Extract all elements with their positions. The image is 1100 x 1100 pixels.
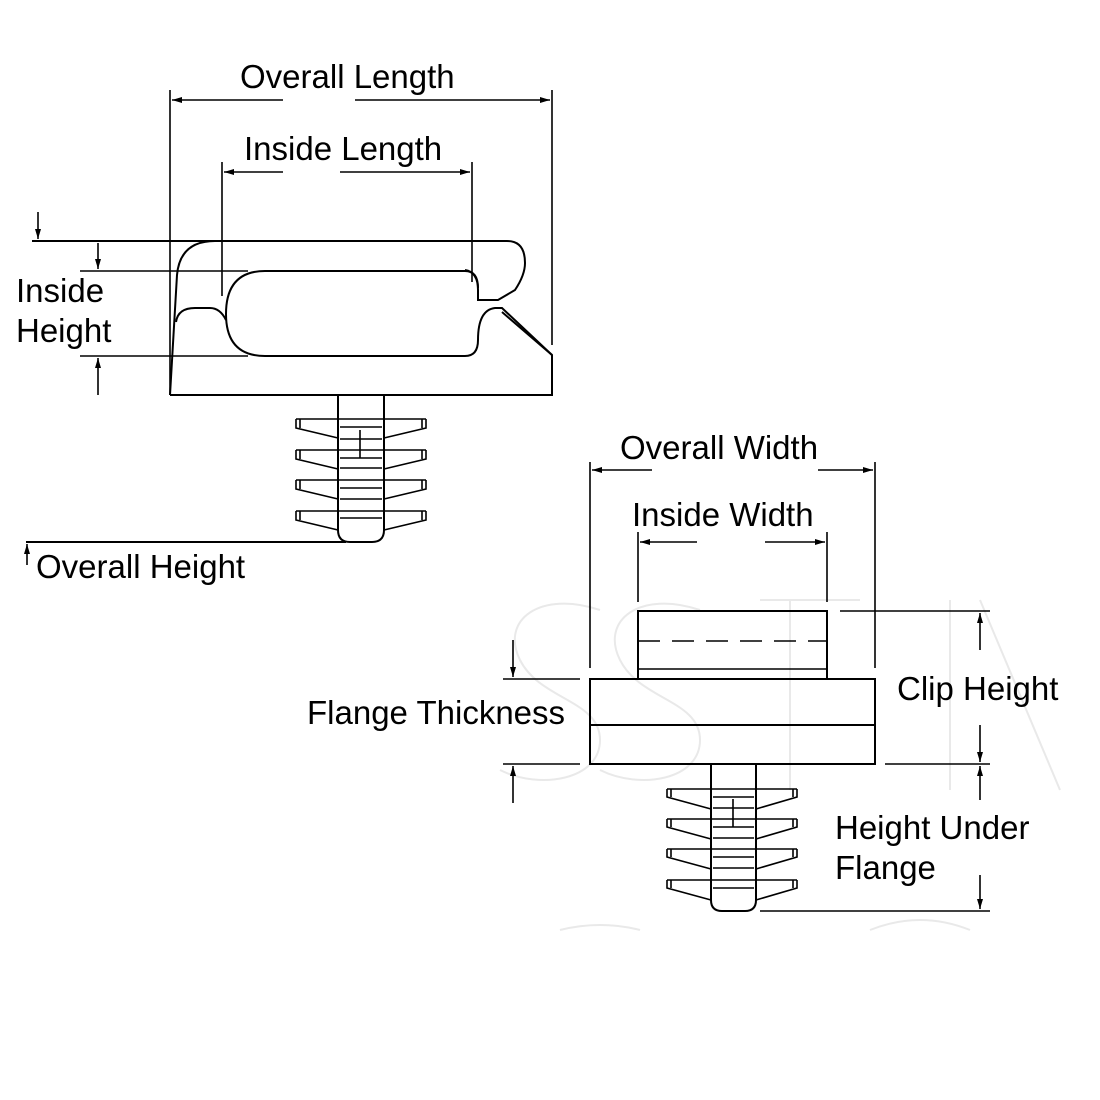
side-view: Overall Length Inside Length Inside Heig… (16, 58, 553, 585)
label-height-under-flange-line2: Flange (835, 849, 936, 886)
label-flange-thickness: Flange Thickness (307, 694, 565, 731)
dim-inside-height (32, 212, 248, 395)
side-inner-slot (224, 270, 553, 357)
front-stem (710, 764, 757, 912)
side-body-outline (169, 240, 553, 396)
label-height-under-flange-line1: Height Under (835, 809, 1029, 846)
dim-flange-thickness (503, 640, 580, 803)
label-overall-height: Overall Height (36, 548, 245, 585)
front-barbs (666, 788, 798, 901)
label-inside-length: Inside Length (244, 130, 442, 167)
side-barbs (295, 418, 427, 531)
dim-overall-height (24, 541, 346, 565)
dim-inside-length (221, 162, 473, 296)
label-inside-height-line1: Inside (16, 272, 104, 309)
label-inside-height-line2: Height (16, 312, 111, 349)
dim-height-under-flange (760, 766, 990, 912)
side-stem (337, 395, 385, 543)
front-view: Overall Width Inside Width Flange Thickn… (307, 429, 1058, 912)
watermark (499, 599, 1061, 931)
dim-clip-height (840, 610, 990, 765)
label-overall-length: Overall Length (240, 58, 455, 95)
label-inside-width: Inside Width (632, 496, 814, 533)
front-flange (589, 678, 876, 765)
label-overall-width: Overall Width (620, 429, 818, 466)
side-left-lip (175, 307, 227, 323)
dim-inside-width (637, 532, 828, 602)
label-clip-height: Clip Height (897, 670, 1058, 707)
dim-overall-length (169, 90, 553, 395)
dim-overall-width (589, 462, 876, 668)
